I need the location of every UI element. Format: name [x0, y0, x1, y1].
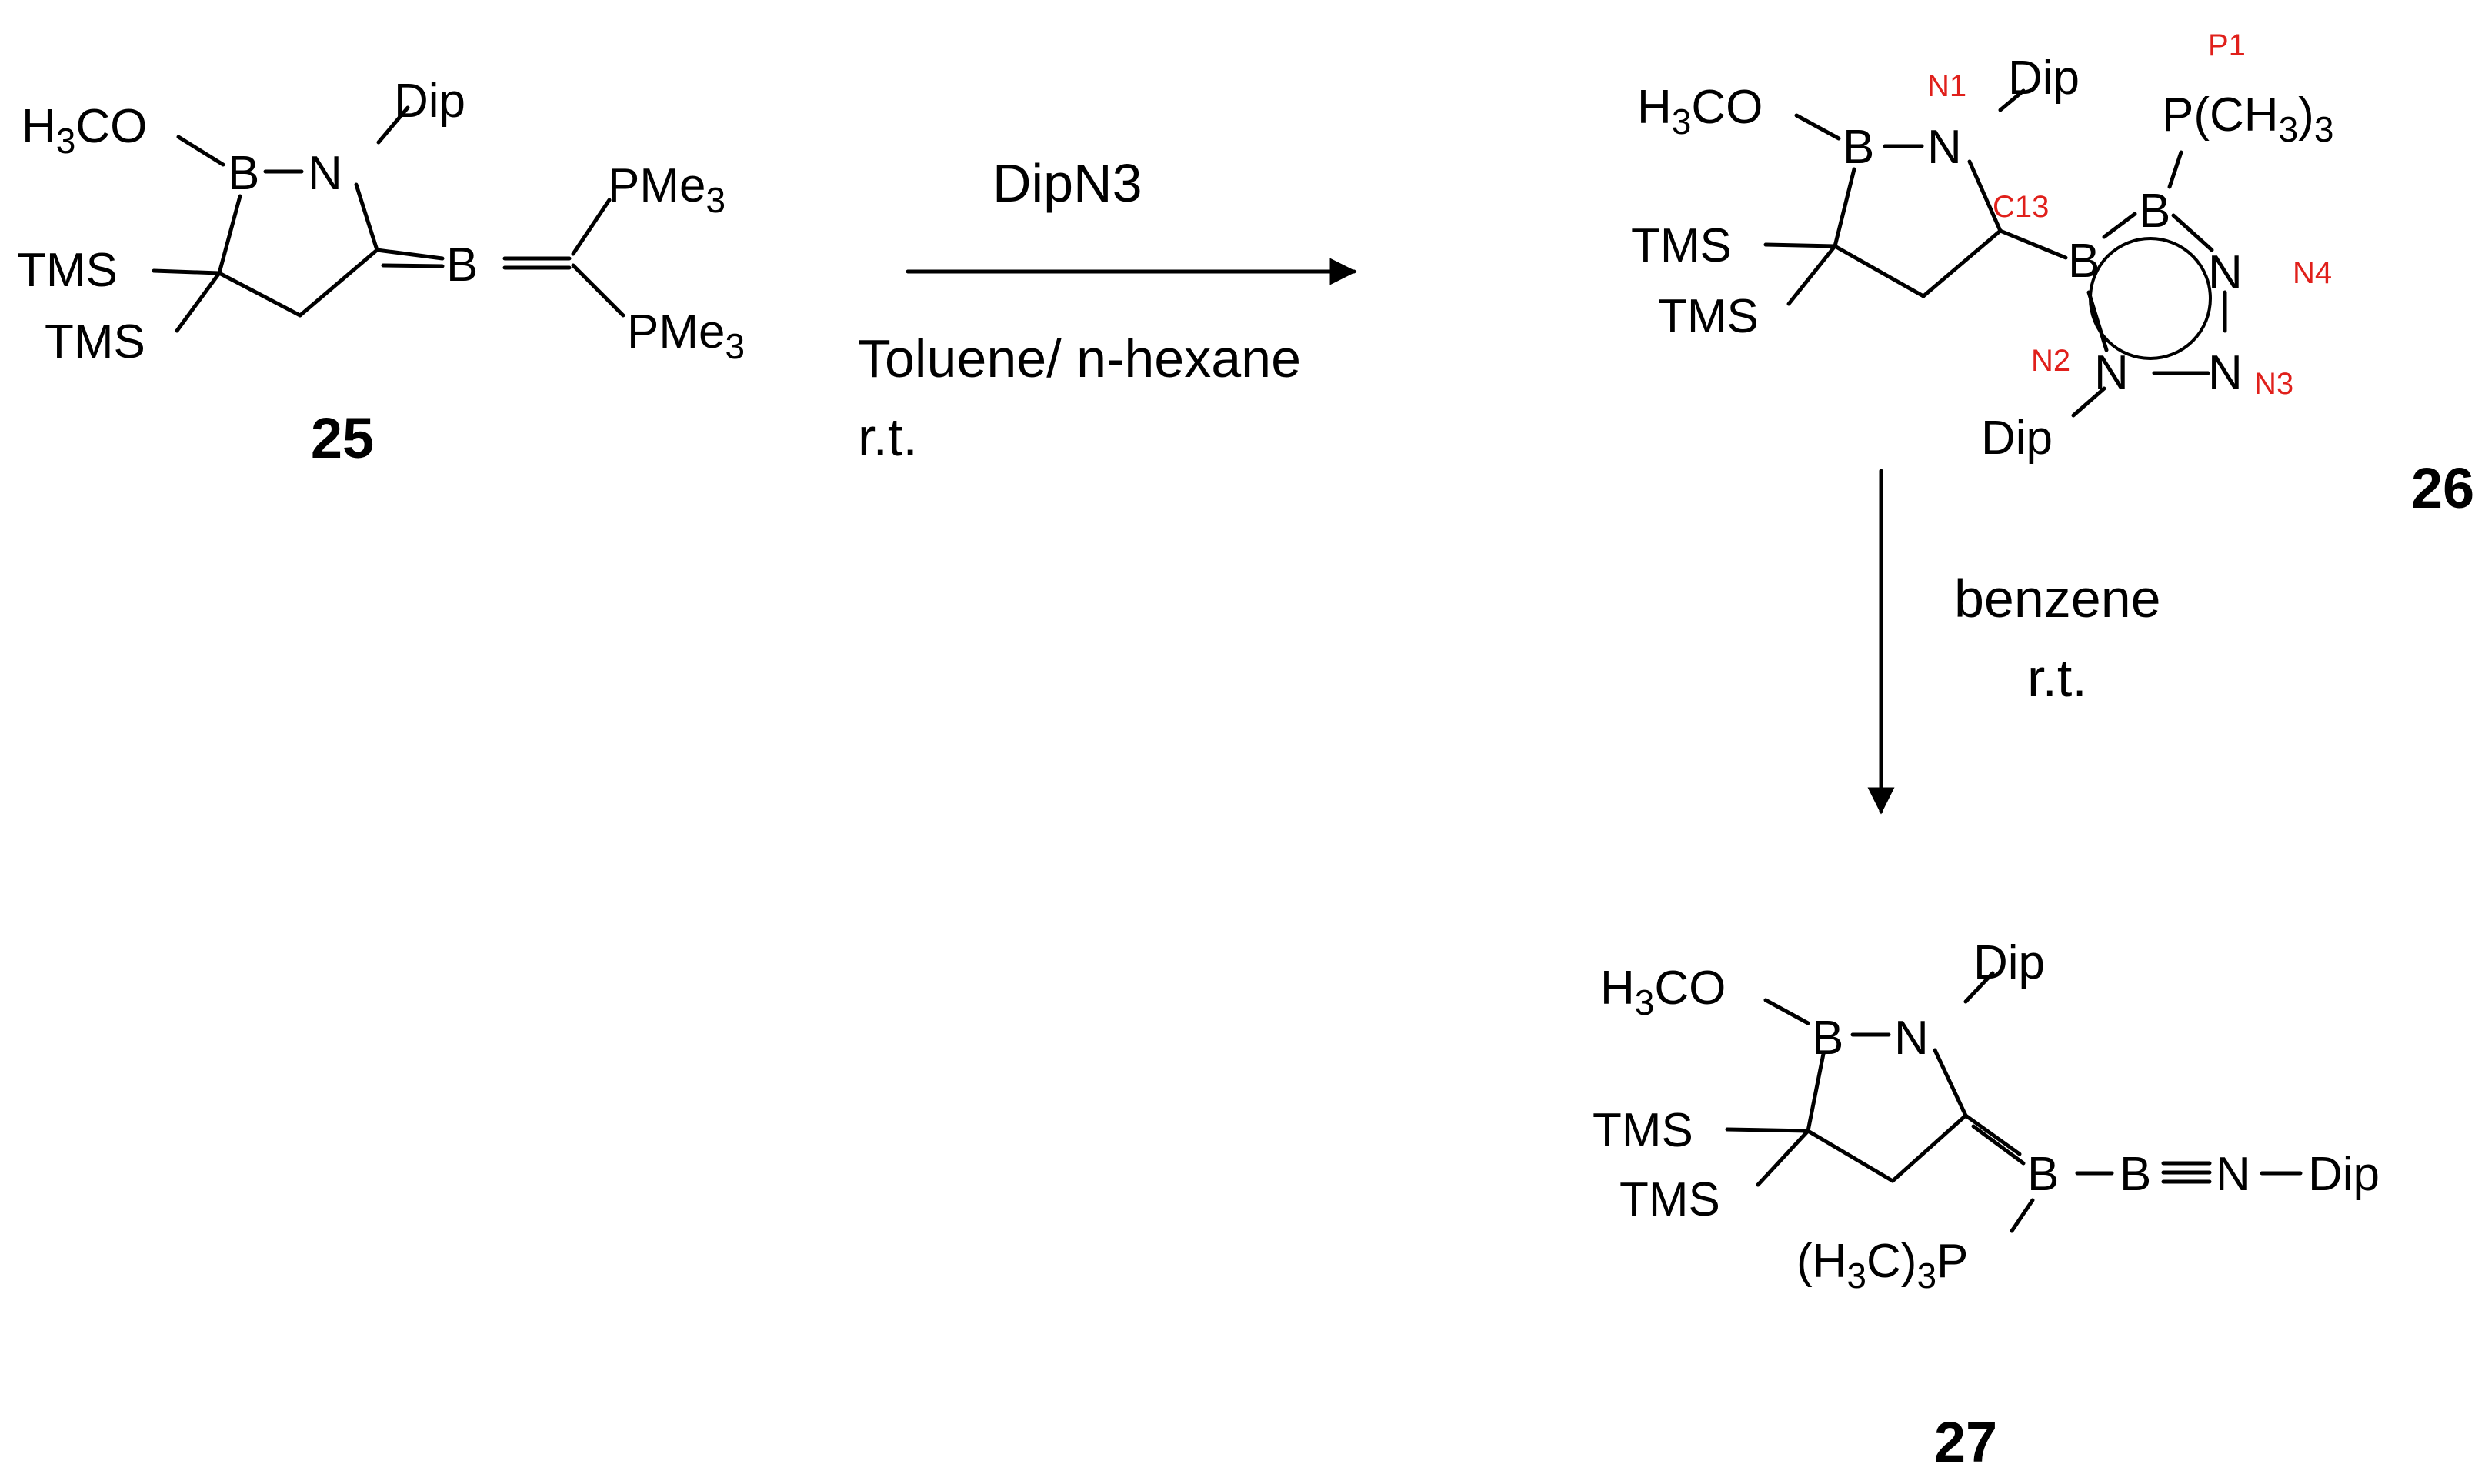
compound-26-n1: N [1927, 121, 1962, 174]
compound-27-terminal-nitrogen: N [2216, 1148, 2250, 1201]
compound-27-nitrogen: N [1894, 1012, 1929, 1065]
compound-27-exo-boron: B [2027, 1148, 2059, 1201]
compound-25: H3CO B N Dip TMS TMS B PMe3 PMe3 25 [17, 75, 745, 470]
compound-27-trimethylphosphine: (H3C)3P [1796, 1235, 1968, 1296]
reaction-arrow-1: DipN3 Toluene/ n-hexane r.t. [858, 153, 1357, 467]
compound-25-number: 25 [311, 406, 374, 470]
compound-27-dip-top: Dip [1973, 936, 2045, 989]
compound-25-exo-boron: B [446, 238, 478, 292]
step2-solvent: benzene [1954, 569, 2161, 629]
compound-25-tms-top: TMS [17, 244, 118, 297]
compound-27-number: 27 [1934, 1410, 1997, 1474]
label-n4: N4 [2293, 256, 2332, 290]
compound-25-nitrogen: N [308, 147, 342, 200]
label-p1: P1 [2208, 28, 2246, 62]
compound-25-bonds [152, 105, 625, 333]
step1-solvent: Toluene/ n-hexane [858, 328, 1301, 389]
compound-26-tms-top: TMS [1631, 219, 1732, 272]
compound-26-n2: N [2094, 346, 2129, 399]
label-c13: C13 [1993, 190, 2049, 224]
compound-26-tetrazole-boron: B [2068, 235, 2100, 288]
compound-25-boron: B [228, 147, 259, 200]
compound-27-boron-2: B [2120, 1148, 2151, 1201]
compound-27: H3CO B N Dip TMS TMS B B N Dip (H3C)3P 2… [1593, 936, 2380, 1474]
compound-26-tms-bottom: TMS [1658, 290, 1759, 343]
compound-26-n3: N [2208, 346, 2243, 399]
compound-27-ring-boron: B [1812, 1012, 1843, 1065]
step1-temperature: r.t. [858, 407, 918, 467]
compound-27-tms-bottom: TMS [1619, 1173, 1720, 1226]
compound-27-dip-right: Dip [2308, 1148, 2380, 1201]
compound-26-bonds [1763, 88, 2227, 418]
compound-27-h3co: H3CO [1600, 962, 1726, 1022]
compound-26-n4: N [2208, 246, 2243, 299]
compound-26-number: 26 [2411, 456, 2474, 520]
compound-25-h3co: H3CO [22, 100, 147, 161]
compound-26-p-trimethyl: P(CH3)3 [2162, 88, 2333, 149]
compound-26-top-boron: B [2139, 185, 2170, 238]
compound-26-h3co: H3CO [1637, 81, 1763, 142]
compound-26-dip-bottom: Dip [1981, 412, 2053, 465]
label-n3: N3 [2254, 367, 2293, 401]
compound-25-tms-bottom: TMS [45, 315, 145, 368]
compound-26-atom-labels: N1 C13 P1 N4 N3 N2 [1927, 28, 2332, 401]
label-n2: N2 [2031, 344, 2070, 378]
compound-26-ring-boron: B [1843, 121, 1874, 174]
compound-27-tms-top: TMS [1593, 1104, 1693, 1157]
compound-25-pme3-bottom: PMe3 [627, 305, 745, 366]
compound-25-dip: Dip [394, 75, 465, 128]
step2-temperature: r.t. [2027, 648, 2087, 708]
compound-27-bonds [1725, 971, 2303, 1233]
compound-26-dip-top: Dip [2008, 52, 2080, 105]
compound-26-delocalization-circle [2089, 237, 2212, 360]
reaction-arrow-2: benzene r.t. [1867, 469, 2161, 815]
compound-25-pme3-top: PMe3 [608, 159, 725, 220]
step1-reagent: DipN3 [992, 153, 1142, 213]
label-n1: N1 [1927, 69, 1966, 103]
compound-26: H3CO B N Dip TMS TMS B B P(CH3)3 N N N D… [1631, 28, 2474, 520]
